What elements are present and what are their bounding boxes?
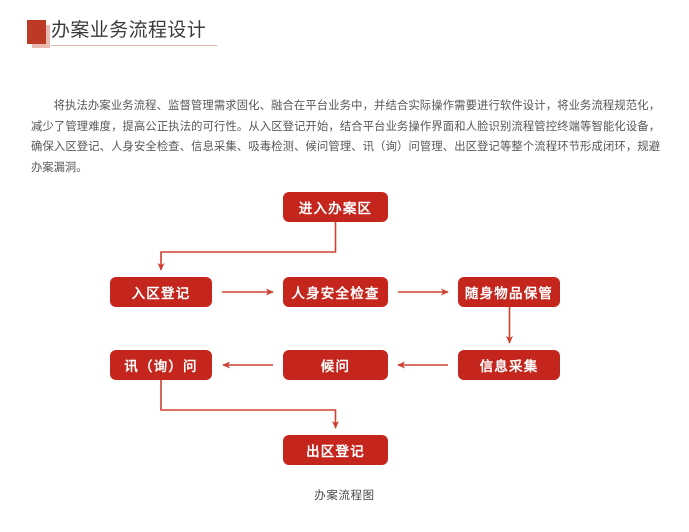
title-underline-divider (51, 45, 217, 46)
flow-node-waiting[interactable]: 候问 (283, 350, 388, 380)
page-title: 办案业务流程设计 (51, 20, 207, 41)
flow-node-collect[interactable]: 信息采集 (458, 350, 560, 380)
flow-node-belongings[interactable]: 随身物品保管 (458, 277, 560, 307)
figure-caption: 办案流程图 (314, 490, 375, 502)
intro-paragraph: 将执法办案业务流程、监督管理需求固化、融合在平台业务中，并结合实际操作需要进行软… (31, 100, 660, 174)
page-header: 办案业务流程设计 (27, 18, 647, 58)
title-marker-icon (27, 20, 46, 44)
flow-node-inquiry[interactable]: 讯（询）问 (110, 350, 212, 380)
edge-enter-to-register (157, 222, 337, 271)
flow-node-safety[interactable]: 人身安全检查 (283, 277, 388, 307)
flow-node-enter[interactable]: 进入办案区 (283, 192, 388, 222)
edge-inquiry-to-exit (160, 380, 339, 429)
flow-node-exit[interactable]: 出区登记 (283, 435, 388, 465)
flow-node-register[interactable]: 入区登记 (110, 277, 212, 307)
